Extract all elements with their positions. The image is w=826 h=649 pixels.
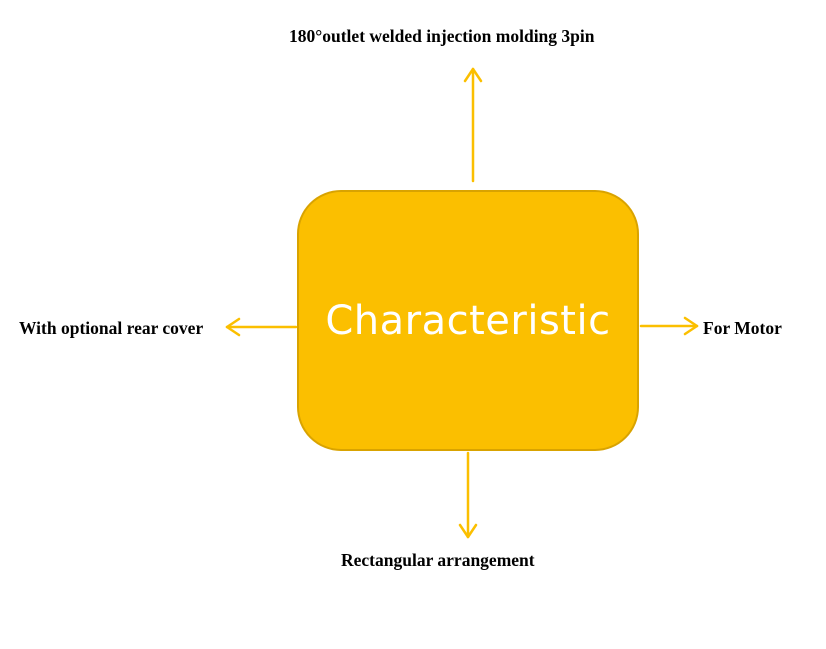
arrow-up bbox=[463, 67, 483, 183]
feature-arrangement-label: Rectangular arrangement bbox=[341, 550, 535, 570]
arrow-down bbox=[458, 451, 478, 539]
arrow-right bbox=[639, 316, 699, 336]
characteristic-box: Characteristic bbox=[297, 190, 639, 451]
feature-rear-cover-label: With optional rear cover bbox=[19, 318, 204, 338]
arrow-left bbox=[225, 317, 298, 337]
feature-outlet-label: 180°outlet welded injection molding 3pin bbox=[289, 26, 595, 46]
feature-motor-label: For Motor bbox=[703, 318, 782, 338]
center-label: Characteristic bbox=[325, 297, 611, 344]
